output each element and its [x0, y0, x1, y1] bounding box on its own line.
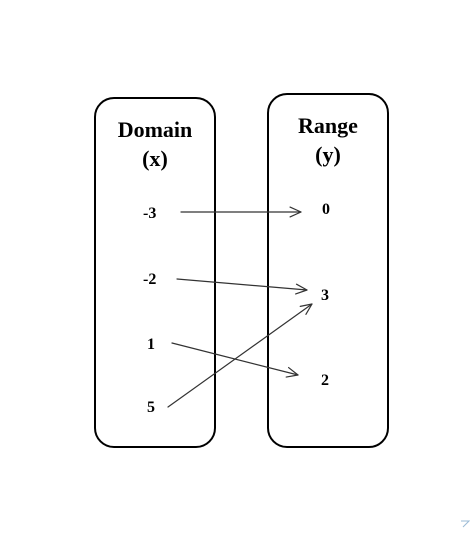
domain-value: -2: [143, 271, 157, 288]
domain-value: 1: [147, 336, 155, 353]
mapping-arrow-line: [176, 278, 308, 291]
domain-value: 5: [147, 399, 155, 416]
domain-box: [94, 97, 216, 448]
mapping-arrow-line: [167, 303, 313, 408]
corner-mark-icon: [461, 520, 470, 528]
range-title: Range: [298, 113, 358, 138]
range-box: [267, 93, 389, 448]
range-value: 3: [321, 287, 329, 304]
domain-value: -3: [143, 205, 157, 222]
range-value: 0: [322, 201, 330, 218]
arrowhead: [299, 303, 313, 315]
range-value: 2: [321, 372, 329, 389]
arrowhead: [295, 283, 308, 295]
domain-variable-label: (x): [142, 146, 168, 171]
arrowhead: [289, 206, 302, 218]
domain-title: Domain: [117, 117, 193, 142]
range-variable-label: (y): [315, 142, 341, 167]
arrowhead: [285, 366, 299, 378]
